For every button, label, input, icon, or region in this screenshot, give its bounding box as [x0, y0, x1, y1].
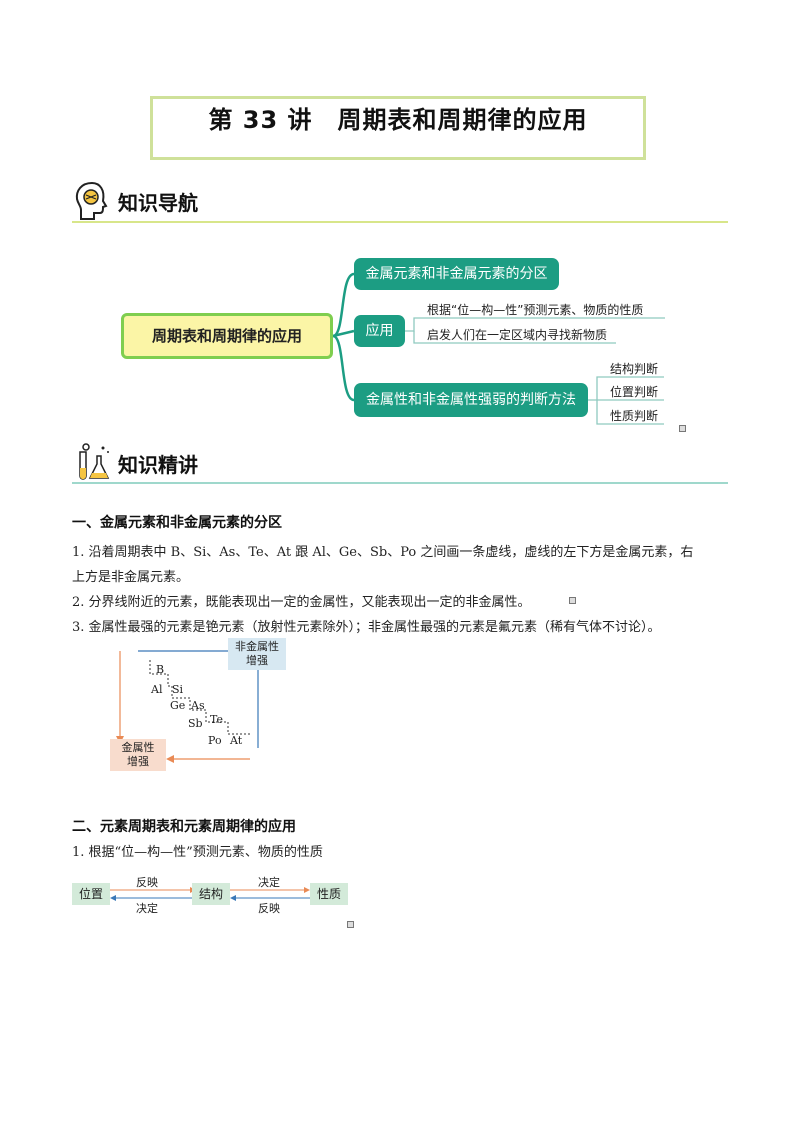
mindmap-leaf-structure: 结构判断	[610, 362, 659, 376]
flow-label-reflect-2: 反映	[258, 902, 280, 915]
flow-node-position: 位置	[72, 883, 110, 905]
part1-item2: 2. 分界线附近的元素，既能表现出一定的金属性，又能表现出一定的非金属性。	[72, 595, 531, 610]
flow-diagram: 位置 结构 性质 反映 决定 决定 反映	[72, 870, 362, 920]
flow-node-property: 性质	[310, 883, 348, 905]
brain-icon	[72, 180, 112, 222]
knowledge-nav-heading: 知识导航	[118, 191, 198, 215]
flow-node-structure: 结构	[192, 883, 230, 905]
mindmap: 周期表和周期律的应用 金属元素和非金属元素的分区 应用 金属性和非金属性强弱的判…	[0, 0, 800, 440]
nonmetal-increase-box: 非金属性 增强	[228, 638, 286, 670]
element-sb: Sb	[188, 717, 203, 730]
flow-label-decide-2: 决定	[136, 902, 158, 915]
part1-item3: 3. 金属性最强的元素是铯元素（放射性元素除外）；非金属性最强的元素是氟元素（稀…	[72, 620, 661, 635]
element-at: At	[230, 734, 243, 747]
lab-flask-icon	[72, 442, 112, 482]
element-as: As	[191, 699, 205, 712]
mindmap-branch-application: 应用	[354, 315, 405, 347]
mindmap-leaf-search: 启发人们在一定区域内寻找新物质	[427, 328, 608, 342]
metal-increase-label: 增强	[127, 755, 149, 768]
mindmap-connectors	[332, 272, 665, 425]
element-ge: Ge	[170, 699, 186, 712]
part2-item1: 1. 根据“位—构—性”预测元素、物质的性质	[72, 845, 323, 860]
page-title: 第 33 讲 周期表和周期律的应用	[208, 106, 588, 134]
element-al: Al	[151, 683, 163, 696]
flow-label-reflect-1: 反映	[136, 876, 158, 889]
flow-arrows	[110, 887, 310, 901]
anchor-icon	[347, 921, 354, 928]
mindmap-leaf-predict: 根据“位—构—性”预测元素、物质的性质	[427, 303, 644, 317]
boundary-diagram: 非金属性 增强 金属性 增强 B Al Si Ge As Sb Te Po At	[100, 638, 300, 778]
anchor-icon	[679, 425, 686, 432]
metal-label: 金属性	[121, 741, 155, 754]
part2-heading: 二、元素周期表和元素周期律的应用	[72, 819, 296, 835]
mindmap-leaf-position: 位置判断	[610, 385, 659, 399]
element-po: Po	[208, 734, 222, 747]
boundary-lines	[116, 650, 259, 763]
mindmap-branch-judgement: 金属性和非金属性强弱的判断方法	[354, 383, 588, 417]
flow-label-decide-1: 决定	[258, 876, 280, 889]
part1-heading: 一、金属元素和非金属元素的分区	[72, 515, 282, 531]
lecture-divider	[72, 482, 728, 484]
nav-divider	[72, 221, 728, 223]
mindmap-branch-zones: 金属元素和非金属元素的分区	[354, 258, 559, 290]
element-si: Si	[172, 683, 184, 696]
knowledge-lecture-heading: 知识精讲	[118, 453, 198, 477]
metal-increase-box: 金属性 增强	[110, 739, 166, 771]
element-b: B	[156, 663, 165, 676]
element-te: Te	[210, 713, 223, 726]
mindmap-leaf-property: 性质判断	[610, 409, 659, 423]
mindmap-root: 周期表和周期律的应用	[121, 313, 333, 359]
part1-item1-line1: 1. 沿着周期表中 B、Si、As、Te、At 跟 Al、Ge、Sb、Po 之间…	[72, 545, 694, 560]
anchor-icon	[569, 597, 576, 604]
title-frame	[150, 96, 646, 160]
part1-item1-line2: 上方是非金属元素。	[72, 570, 190, 585]
nonmetal-label: 非金属性	[235, 640, 279, 653]
nonmetal-increase-label: 增强	[246, 654, 268, 667]
